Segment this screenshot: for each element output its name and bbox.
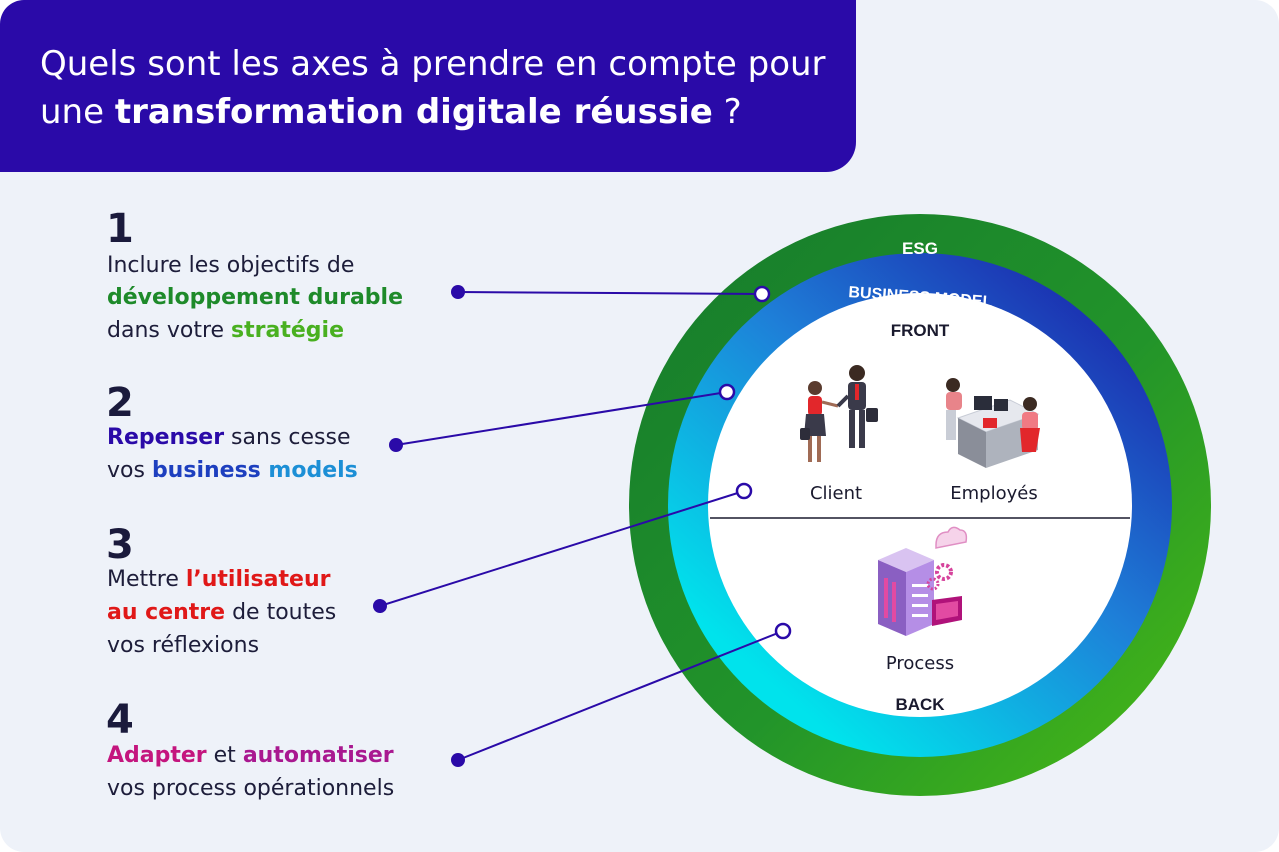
connector-2-end — [718, 383, 736, 401]
axis-1-highlight: développement durable — [107, 285, 404, 310]
header-title-line1: Quels sont les axes à prendre en compte … — [40, 44, 826, 84]
axis-1-line3-prefix: dans votre — [107, 318, 232, 343]
connector-2 — [395, 391, 728, 446]
axis-4-line1-mid: et — [206, 743, 243, 768]
header-title-bold: transformation digitale réussie — [114, 92, 713, 132]
connector-4 — [457, 630, 784, 761]
axis-3-number: 3 — [106, 522, 134, 568]
process-label: Process — [886, 653, 954, 674]
axis-2-highlight-3: models — [260, 458, 358, 483]
header-title-prefix: une — [40, 92, 115, 132]
axis-4-number: 4 — [106, 697, 134, 743]
front-label: FRONT — [891, 321, 950, 340]
axis-3-line2: au centre de toutes — [107, 600, 336, 625]
axis-2-highlight: Repenser — [107, 425, 225, 450]
process-server-icon — [878, 526, 968, 636]
employes-label: Employés — [950, 483, 1037, 504]
connector-3-end — [735, 482, 753, 500]
connector-1-end — [753, 285, 771, 303]
axis-1-line3: dans votre stratégie — [107, 318, 344, 343]
esg-label: ESG — [902, 239, 938, 258]
employees-desk-icon — [946, 378, 1040, 468]
back-label: BACK — [895, 695, 945, 714]
axis-1-number: 1 — [106, 206, 134, 252]
axis-3-highlight: l’utilisateur — [185, 567, 331, 592]
axis-3-highlight-2: au centre — [107, 600, 226, 625]
axis-3-line1: Mettre l’utilisateur — [107, 567, 330, 592]
connector-1 — [457, 291, 763, 295]
axis-2-line2-prefix: vos — [107, 458, 152, 483]
connectors — [373, 285, 792, 767]
connector-4-end — [774, 622, 792, 640]
axis-3-line3: vos réflexions — [107, 633, 260, 658]
axis-4-highlight-2: automatiser — [242, 743, 394, 768]
axis-4-highlight: Adapter — [107, 743, 207, 768]
axis-2-number: 2 — [106, 380, 134, 426]
axis-2-line1-suffix: sans cesse — [224, 425, 351, 450]
axis-1-line2: développement durable — [107, 285, 403, 310]
axis-4-line2: vos process opérationnels — [107, 776, 395, 801]
axis-4-line1: Adapter et automatiser — [107, 743, 394, 768]
client-label: Client — [810, 483, 862, 504]
axis-2-line2: vos business models — [107, 458, 358, 483]
connector-4-dot — [451, 753, 465, 767]
header-title-suffix: ? — [712, 92, 742, 132]
axis-1-highlight-2: stratégie — [231, 318, 345, 343]
axis-3-line2-suffix: de toutes — [225, 600, 337, 625]
connector-1-dot — [451, 285, 465, 299]
connector-3-dot — [373, 599, 387, 613]
axis-3-line1-prefix: Mettre — [107, 567, 186, 592]
connector-2-dot — [389, 438, 403, 452]
axis-1-line1: Inclure les objectifs de — [107, 253, 355, 278]
axis-2-highlight-2: business — [151, 458, 261, 483]
axis-2-line1: Repenser sans cesse — [107, 425, 351, 450]
connector-3 — [379, 490, 745, 607]
client-handshake-icon — [800, 365, 878, 462]
header-banner: Quels sont les axes à prendre en compte … — [0, 0, 856, 172]
header-title-line2: une transformation digitale réussie ? — [40, 92, 742, 132]
